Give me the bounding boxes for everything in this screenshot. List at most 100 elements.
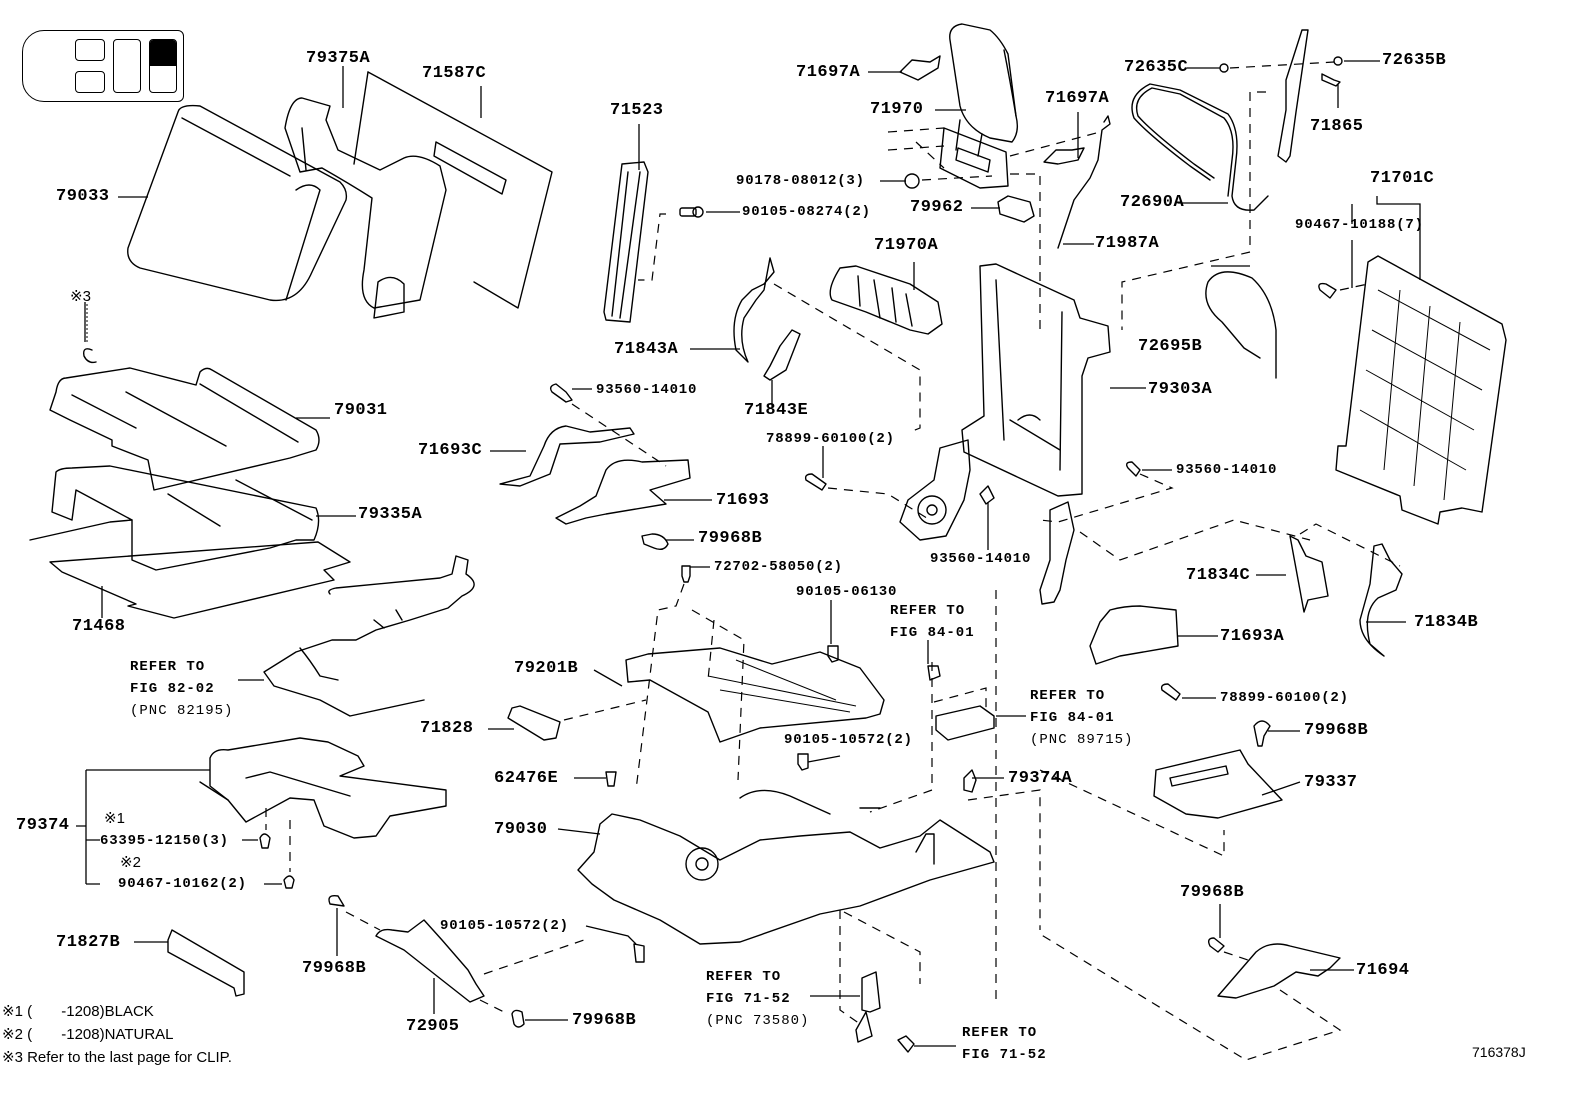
part-label[interactable]: 90105-10572(2) xyxy=(784,732,913,748)
callout-leaders xyxy=(76,60,1421,1047)
bolt-78899-60100-b xyxy=(1160,683,1181,701)
part-label[interactable]: 71523 xyxy=(610,101,664,120)
seatbelt-buckle xyxy=(855,971,881,1043)
part-label[interactable]: 71970 xyxy=(870,100,924,119)
part-label[interactable]: 90467-10188(7) xyxy=(1295,217,1424,233)
reference-fig-71-52-a[interactable]: REFER TO FIG 71-52 (PNC 73580) xyxy=(706,966,809,1032)
reference-line: (PNC 73580) xyxy=(706,1013,810,1029)
part-label[interactable]: 71970A xyxy=(874,236,939,255)
leader-dashed xyxy=(1339,283,1369,291)
part-label[interactable]: 78899-60100(2) xyxy=(766,431,895,447)
part-label[interactable]: 71834C xyxy=(1186,566,1251,585)
note-marker: ※2 xyxy=(120,854,141,871)
pad-sheet-71468 xyxy=(29,519,351,619)
locator-cell-middle xyxy=(113,39,141,93)
part-label[interactable]: 71697A xyxy=(1045,89,1110,108)
part-label[interactable]: 71587C xyxy=(422,64,487,83)
leader-dashed xyxy=(1039,473,1311,561)
part-label[interactable]: 93560-14010 xyxy=(930,551,1032,567)
part-label[interactable]: 79030 xyxy=(494,820,548,839)
part-label[interactable]: 79375A xyxy=(306,49,371,68)
reference-fig-84-01-a[interactable]: REFER TO FIG 84-01 xyxy=(890,600,975,644)
part-label[interactable]: 72695B xyxy=(1138,337,1203,356)
leader-dashed xyxy=(869,590,1225,1000)
part-label[interactable]: 90467-10162(2) xyxy=(118,876,247,892)
bolt-90105-06130 xyxy=(827,645,839,663)
reference-line: FIG 71-52 xyxy=(962,1047,1047,1063)
part-label[interactable]: 90178-08012(3) xyxy=(736,173,865,189)
note-marker: ※3 xyxy=(70,288,91,305)
part-label[interactable]: 71693A xyxy=(1220,627,1285,646)
part-label[interactable]: 79374A xyxy=(1008,769,1073,788)
part-label[interactable]: 71843E xyxy=(744,401,809,420)
part-label[interactable]: 72905 xyxy=(406,1017,460,1036)
clip-79968B-d xyxy=(511,1009,525,1028)
part-label[interactable]: 72702-58050(2) xyxy=(714,559,843,575)
part-label[interactable]: 90105-08274(2) xyxy=(742,204,871,220)
leader-dashed xyxy=(1299,523,1401,567)
clip-79968B-a xyxy=(641,533,669,551)
part-label[interactable]: 79201B xyxy=(514,659,579,678)
part-label[interactable]: 71694 xyxy=(1356,961,1410,980)
screw-93560-14010-c xyxy=(1125,461,1141,477)
part-label[interactable]: 71701C xyxy=(1370,169,1435,188)
part-label[interactable]: 63395-12150(3) xyxy=(100,833,229,849)
footnote-3: ※3 Refer to the last page for CLIP. xyxy=(2,1049,232,1066)
part-label[interactable]: 78899-60100(2) xyxy=(1220,690,1349,706)
release-lever xyxy=(1277,29,1309,163)
reference-line: FIG 84-01 xyxy=(1030,710,1115,726)
seat-cushion-79031 xyxy=(49,367,320,491)
reference-fig-82-02[interactable]: REFER TO FIG 82-02 (PNC 82195) xyxy=(130,656,233,722)
part-label[interactable]: 71865 xyxy=(1310,117,1364,136)
part-label[interactable]: 79968B xyxy=(572,1011,637,1030)
reference-line: REFER TO xyxy=(962,1025,1038,1041)
part-label[interactable]: 71987A xyxy=(1095,234,1160,253)
part-label[interactable]: 62476E xyxy=(494,769,559,788)
part-label[interactable]: 79962 xyxy=(910,198,964,217)
nut-90178-08012 xyxy=(904,173,920,189)
reference-fig-71-52-b[interactable]: REFER TO FIG 71-52 xyxy=(962,1022,1047,1066)
part-label[interactable]: 93560-14010 xyxy=(1176,462,1278,478)
part-label[interactable]: 71468 xyxy=(72,617,126,636)
part-label[interactable]: 71693 xyxy=(716,491,770,510)
part-label[interactable]: 93560-14010 xyxy=(596,382,698,398)
leader-dashed xyxy=(265,808,291,872)
reference-line: REFER TO xyxy=(1030,688,1106,704)
part-label[interactable]: 79031 xyxy=(334,401,388,420)
part-label[interactable]: 79968B xyxy=(698,529,763,548)
locator-cell-rear xyxy=(149,39,177,93)
part-label[interactable]: 72690A xyxy=(1120,193,1185,212)
screw-93560-14010-b xyxy=(979,485,995,505)
part-label[interactable]: 79337 xyxy=(1304,773,1358,792)
part-label[interactable]: 71697A xyxy=(796,63,861,82)
part-label[interactable]: 79303A xyxy=(1148,380,1213,399)
part-label[interactable]: 79374 xyxy=(16,816,70,835)
part-label[interactable]: 71693C xyxy=(418,441,483,460)
reference-line: FIG 71-52 xyxy=(706,991,791,1007)
part-label[interactable]: 79968B xyxy=(1304,721,1369,740)
part-label[interactable]: 79033 xyxy=(56,187,110,206)
part-label[interactable]: 90105-06130 xyxy=(796,584,898,600)
knob-71865 xyxy=(1321,73,1341,87)
bracket-71693C xyxy=(499,425,635,487)
part-label[interactable]: 79968B xyxy=(302,959,367,978)
reference-fig-84-01-b[interactable]: REFER TO FIG 84-01 (PNC 89715) xyxy=(1030,685,1133,751)
leader-dashed xyxy=(1229,61,1335,69)
cushion-frame-79201B xyxy=(625,647,885,743)
part-label[interactable]: 90105-10572(2) xyxy=(440,918,569,934)
clip-63395-12150 xyxy=(259,833,271,849)
part-label[interactable]: 71828 xyxy=(420,719,474,738)
leader-dashed xyxy=(635,583,745,791)
seatback-frame-79303A xyxy=(961,263,1111,497)
part-label[interactable]: 71834B xyxy=(1414,613,1479,632)
part-label[interactable]: 72635C xyxy=(1124,58,1189,77)
headrest-71970 xyxy=(949,23,1019,157)
leader-dashed xyxy=(345,911,591,1015)
part-label[interactable]: 72635B xyxy=(1382,51,1447,70)
part-label[interactable]: 79335A xyxy=(358,505,423,524)
part-label[interactable]: 79968B xyxy=(1180,883,1245,902)
leader-dashed xyxy=(1039,933,1342,1061)
part-label[interactable]: 71843A xyxy=(614,340,679,359)
part-label[interactable]: 71827B xyxy=(56,933,121,952)
